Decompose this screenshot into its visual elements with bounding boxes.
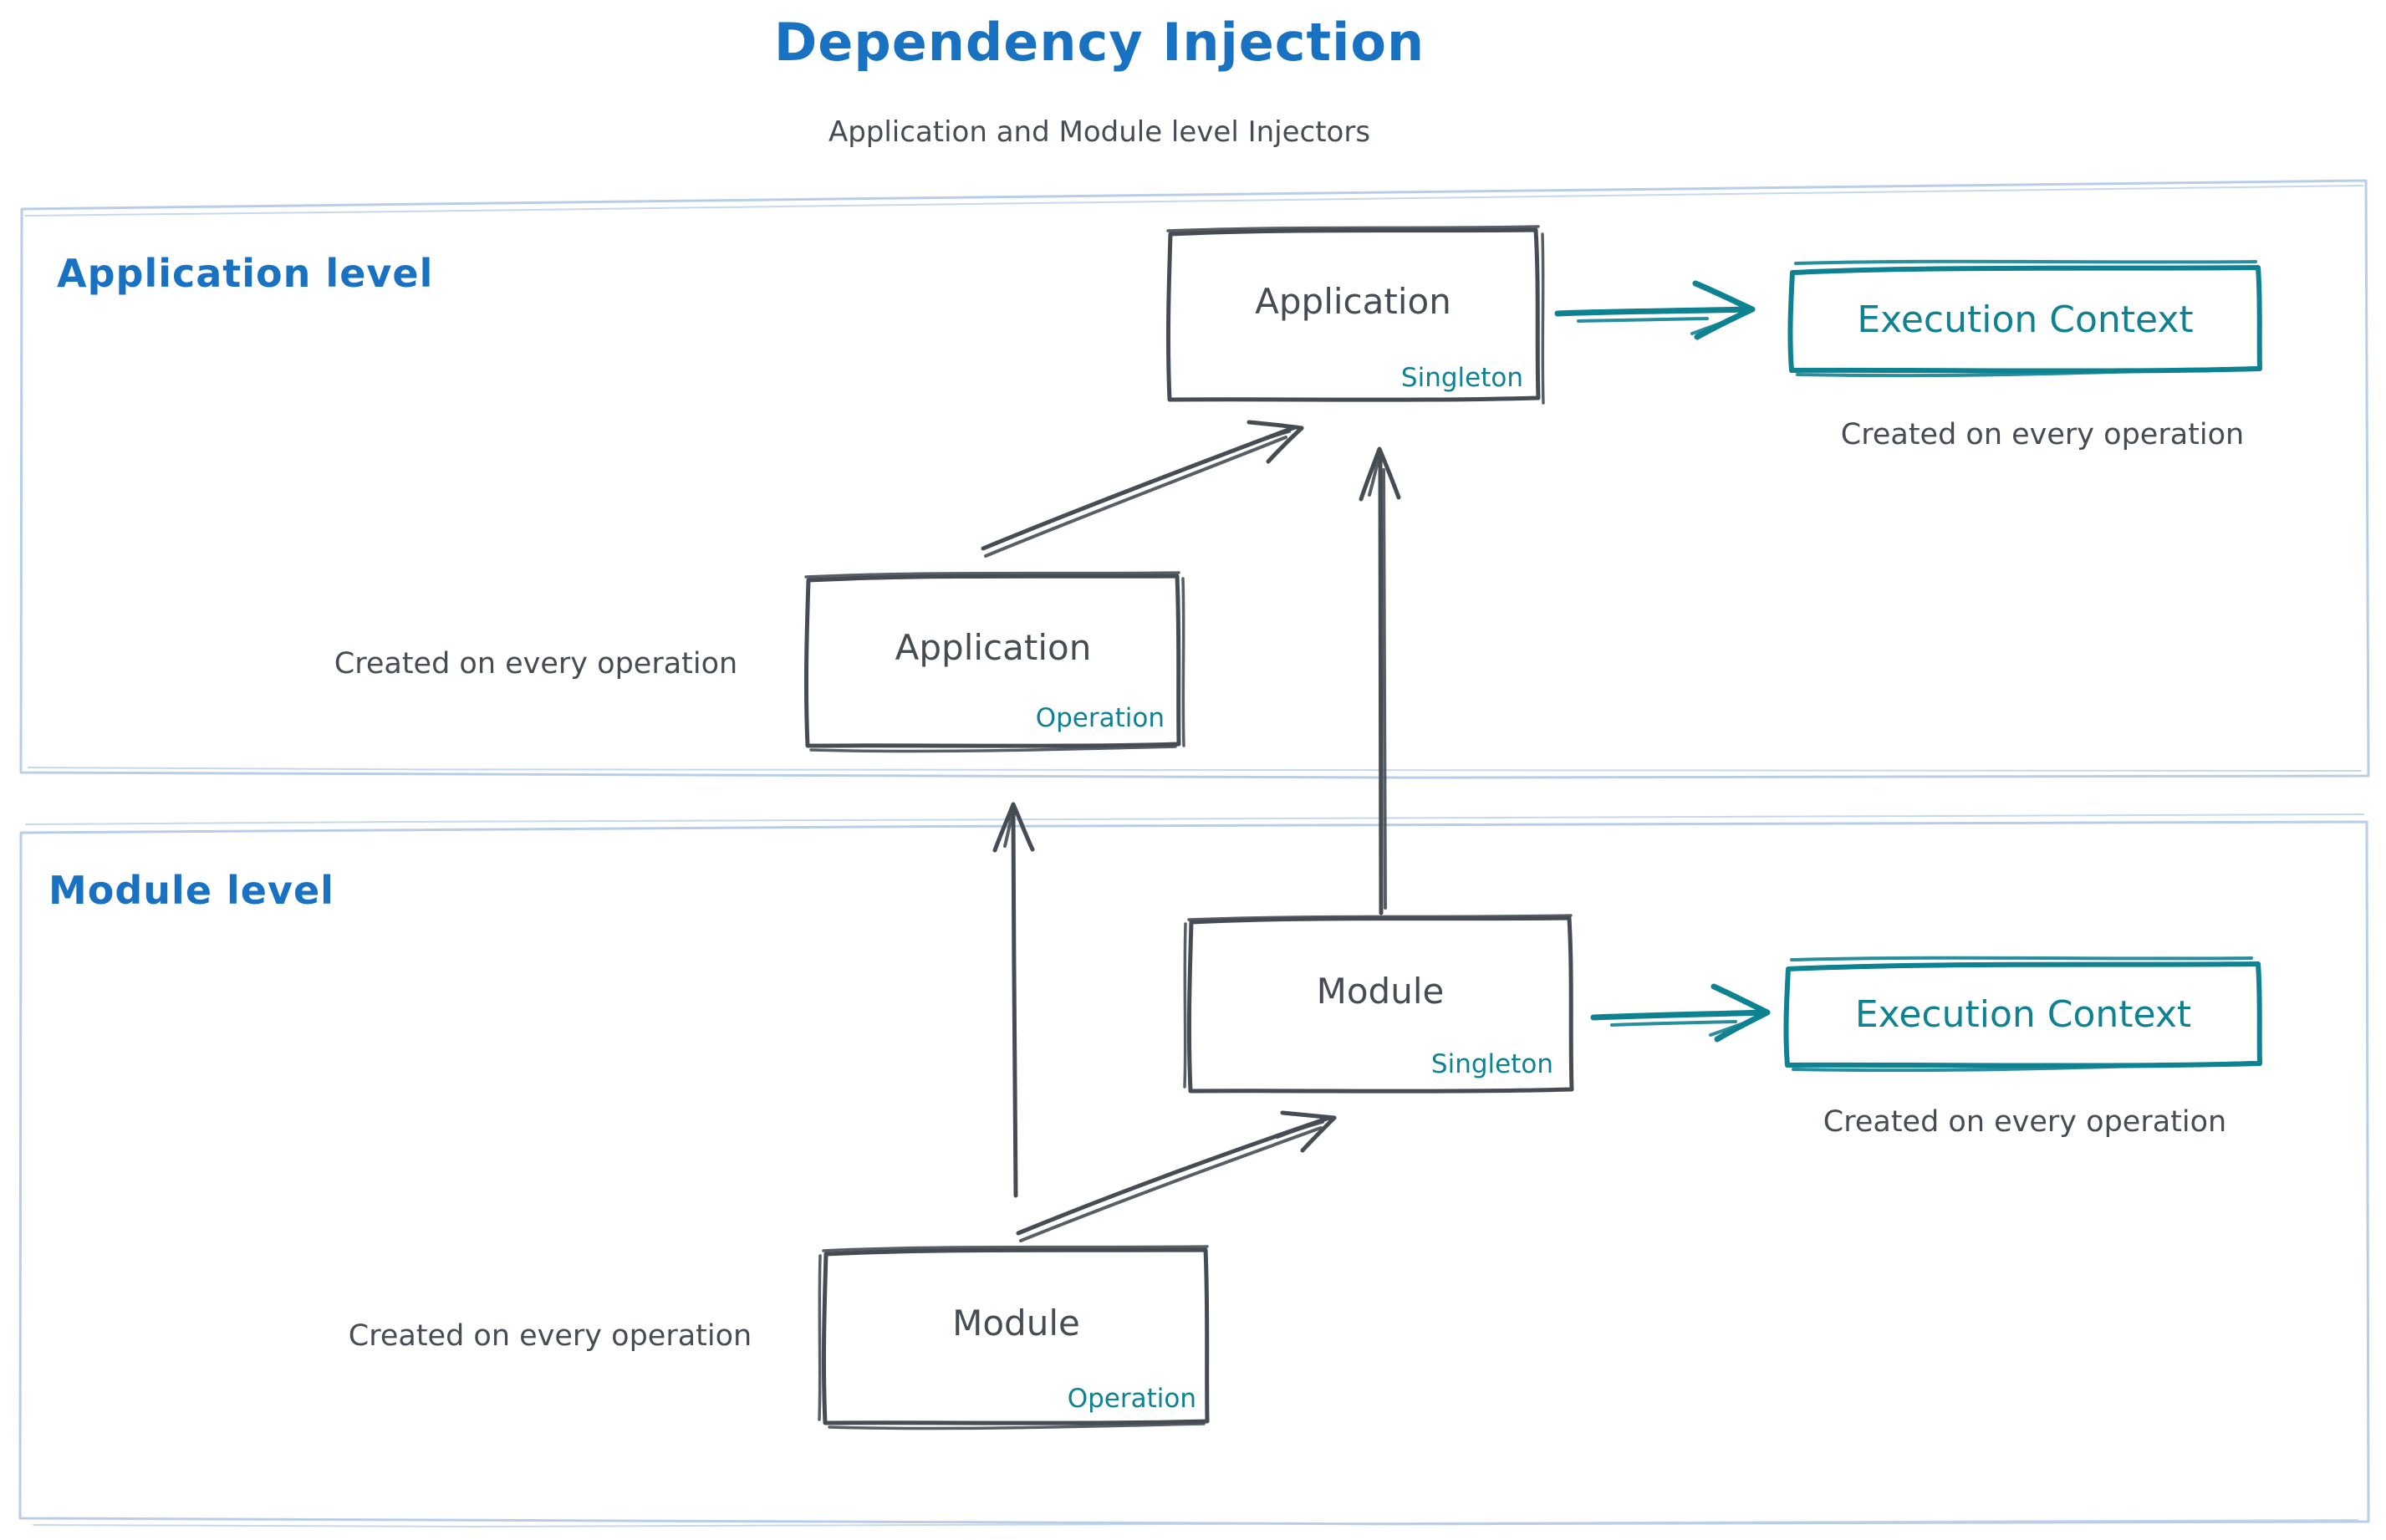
module-operation-box: Module Operation bbox=[823, 1247, 1210, 1425]
arrow-module-singleton-to-app-singleton bbox=[1359, 446, 1401, 915]
application-execution-context-box: Execution Context bbox=[1788, 266, 2262, 373]
application-operation-box: Application Operation bbox=[805, 574, 1181, 748]
module-singleton-title: Module bbox=[1316, 970, 1445, 1012]
arrow-module-operation-to-module-singleton bbox=[1016, 1110, 1337, 1242]
module-level-label: Module level bbox=[48, 868, 334, 913]
caption-module-operation: Created on every operation bbox=[348, 1319, 752, 1353]
module-singleton-box: Module Singleton bbox=[1187, 915, 1573, 1093]
diagram-title: Dependency Injection bbox=[773, 12, 1425, 73]
module-singleton-box-outline bbox=[1183, 914, 1574, 1094]
diagram-subtitle: Application and Module level Injectors bbox=[828, 115, 1371, 149]
application-execution-context-box-outline bbox=[1787, 259, 2262, 378]
module-singleton-badge: Singleton bbox=[1430, 1049, 1553, 1079]
arrow-app-operation-to-app-singleton bbox=[981, 420, 1304, 558]
arrow-app-singleton-to-execution-context bbox=[1554, 280, 1756, 340]
arrow-module-singleton-to-execution-context bbox=[1590, 983, 1771, 1043]
application-singleton-box-outline bbox=[1165, 225, 1545, 405]
module-operation-box-outline bbox=[818, 1245, 1210, 1430]
caption-app-operation: Created on every operation bbox=[334, 647, 738, 681]
application-singleton-box: Application Singleton bbox=[1166, 227, 1540, 401]
application-level-label: Application level bbox=[57, 251, 434, 296]
arrow-module-operation-to-app-operation bbox=[992, 802, 1035, 1198]
application-operation-title: Application bbox=[895, 627, 1092, 668]
caption-app-execution-context: Created on every operation bbox=[1840, 418, 2245, 451]
application-operation-badge: Operation bbox=[1035, 703, 1165, 733]
module-operation-title: Module bbox=[952, 1303, 1080, 1344]
application-execution-context-label: Execution Context bbox=[1857, 298, 2194, 341]
application-singleton-title: Application bbox=[1255, 280, 1451, 322]
module-operation-badge: Operation bbox=[1067, 1384, 1196, 1414]
application-singleton-badge: Singleton bbox=[1400, 363, 1523, 393]
module-execution-context-label: Execution Context bbox=[1854, 993, 2192, 1036]
caption-module-execution-context: Created on every operation bbox=[1823, 1105, 2227, 1139]
module-execution-context-box: Execution Context bbox=[1784, 962, 2262, 1067]
module-execution-context-box-outline bbox=[1783, 956, 2262, 1073]
application-operation-box-outline bbox=[803, 571, 1185, 753]
